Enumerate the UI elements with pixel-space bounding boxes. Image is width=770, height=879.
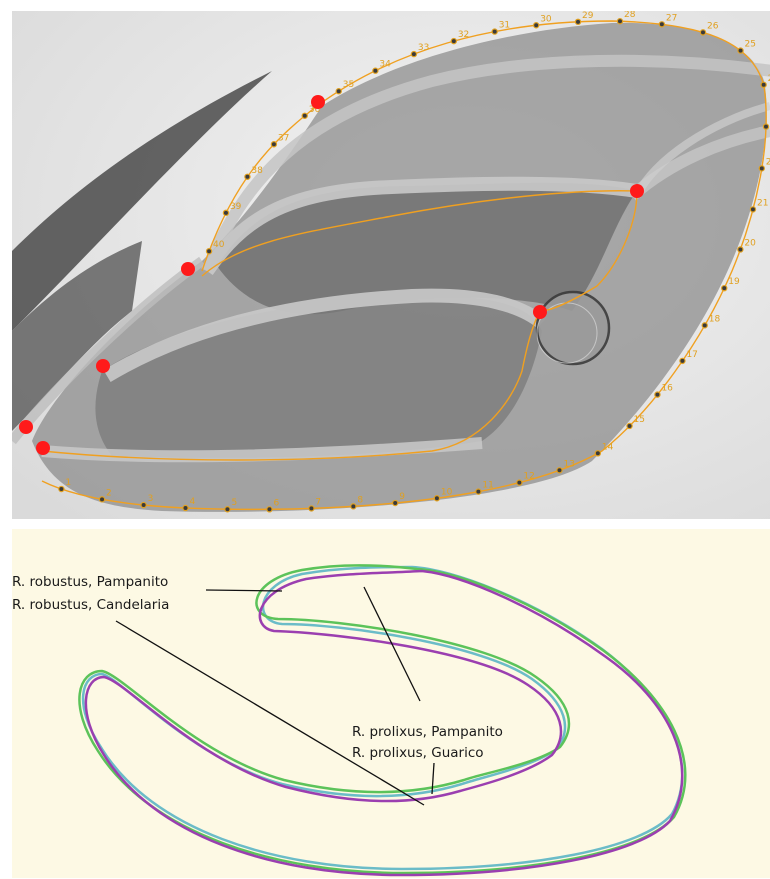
wing-photo-panel: 1234567891011121314151617181920212223242… [12, 11, 770, 519]
landmark-dot[interactable] [533, 305, 547, 319]
landmark-dot[interactable] [181, 262, 195, 276]
semi-landmark-label: 30 [540, 14, 552, 24]
semi-landmark-label: 2 [106, 488, 112, 498]
semi-landmark-label: 32 [458, 30, 469, 40]
landmark-dot[interactable] [311, 95, 325, 109]
semi-landmark-label: 35 [343, 80, 354, 90]
semi-landmark-ring[interactable] [534, 23, 539, 28]
semi-landmark-ring[interactable] [492, 29, 497, 34]
semi-landmark-label: 11 [482, 481, 493, 491]
semi-landmark-label: 37 [278, 133, 289, 143]
semi-landmark-ring[interactable] [267, 507, 272, 512]
semi-landmark-ring[interactable] [206, 249, 211, 254]
semi-landmark-ring[interactable] [336, 89, 341, 94]
semi-landmark-label: 28 [624, 11, 636, 20]
landmark-dot[interactable] [96, 359, 110, 373]
semi-landmark-label: 19 [728, 277, 740, 287]
semi-landmark-label: 8 [357, 495, 363, 505]
label-prolixus-guarico: R. prolixus, Guarico [352, 745, 484, 761]
semi-landmark-ring[interactable] [575, 19, 580, 24]
semi-landmark-label: 18 [709, 314, 721, 324]
semi-landmark-ring[interactable] [476, 489, 481, 494]
semi-landmark-ring[interactable] [627, 423, 632, 428]
semi-landmark-label: 33 [418, 43, 429, 53]
semi-landmark-ring[interactable] [702, 323, 707, 328]
semi-landmark-label: 5 [231, 498, 237, 508]
semi-landmark-ring[interactable] [59, 486, 64, 491]
semi-landmark-label: 29 [582, 11, 594, 21]
semi-landmark-ring[interactable] [659, 22, 664, 27]
semi-landmark-ring[interactable] [738, 48, 743, 53]
semi-landmark-ring[interactable] [761, 82, 766, 87]
semi-landmark-label: 14 [602, 442, 614, 452]
semi-landmark-label: 40 [213, 240, 225, 250]
semi-landmark-ring[interactable] [411, 51, 416, 56]
semi-landmark-ring[interactable] [393, 500, 398, 505]
semi-landmark-ring[interactable] [595, 451, 600, 456]
label-prolixus-pampanito: R. prolixus, Pampanito [352, 724, 503, 740]
landmark-dot[interactable] [19, 420, 33, 434]
semi-landmark-ring[interactable] [225, 507, 230, 512]
semi-landmark-label: 12 [523, 472, 534, 482]
semi-landmark-label: 16 [661, 384, 673, 394]
semi-landmark-ring[interactable] [183, 505, 188, 510]
semi-landmark-label: 34 [379, 60, 391, 70]
landmark-dot[interactable] [630, 184, 644, 198]
semi-landmark-label: 26 [707, 21, 719, 31]
wing-photo-svg: 1234567891011121314151617181920212223242… [12, 11, 770, 519]
semi-landmark-ring[interactable] [271, 142, 276, 147]
semi-landmark-ring[interactable] [302, 113, 307, 118]
outline-comparison-svg: R. robustus, Pampanito R. robustus, Cand… [12, 529, 770, 878]
semi-landmark-ring[interactable] [373, 68, 378, 73]
semi-landmark-ring[interactable] [655, 392, 660, 397]
semi-landmark-ring[interactable] [223, 210, 228, 215]
semi-landmark-label: 20 [744, 238, 756, 248]
semi-landmark-ring[interactable] [759, 166, 764, 171]
semi-landmark-label: 25 [745, 40, 756, 50]
air-bubble [537, 292, 609, 364]
semi-landmark-ring[interactable] [351, 504, 356, 509]
semi-landmark-ring[interactable] [738, 247, 743, 252]
semi-landmark-ring[interactable] [763, 124, 768, 129]
label-robustus-pampanito: R. robustus, Pampanito [12, 574, 168, 590]
semi-landmark-ring[interactable] [451, 39, 456, 44]
outline-comparison-panel: R. robustus, Pampanito R. robustus, Cand… [12, 529, 770, 878]
semi-landmark-ring[interactable] [517, 480, 522, 485]
semi-landmark-label: 39 [230, 202, 242, 212]
semi-landmark-ring[interactable] [617, 19, 622, 24]
semi-landmark-label: 13 [563, 459, 574, 469]
label-robustus-candelaria: R. robustus, Candelaria [12, 597, 169, 613]
semi-landmark-label: 4 [189, 497, 195, 507]
semi-landmark-label: 15 [634, 415, 645, 425]
semi-landmark-ring[interactable] [700, 30, 705, 35]
semi-landmark-label: 10 [441, 487, 453, 497]
semi-landmark-ring[interactable] [557, 468, 562, 473]
semi-landmark-ring[interactable] [245, 174, 250, 179]
semi-landmark-label: 3 [148, 494, 154, 504]
semi-landmark-label: 7 [315, 497, 321, 507]
landmark-dot[interactable] [36, 441, 50, 455]
semi-landmark-ring[interactable] [309, 506, 314, 511]
semi-landmark-label: 38 [251, 166, 263, 176]
semi-landmark-label: 9 [399, 492, 405, 502]
semi-landmark-ring[interactable] [680, 358, 685, 363]
semi-landmark-ring[interactable] [750, 207, 755, 212]
semi-landmark-label: 1 [65, 478, 71, 488]
semi-landmark-ring[interactable] [434, 496, 439, 501]
semi-landmark-label: 22 [766, 157, 770, 167]
semi-landmark-ring[interactable] [722, 286, 727, 291]
semi-landmark-label: 21 [757, 198, 768, 208]
semi-landmark-ring[interactable] [141, 502, 146, 507]
semi-landmark-label: 31 [499, 21, 510, 31]
semi-landmark-label: 17 [686, 350, 697, 360]
semi-landmark-ring[interactable] [99, 497, 104, 502]
semi-landmark-label: 27 [666, 13, 677, 23]
semi-landmark-label: 6 [273, 498, 279, 508]
